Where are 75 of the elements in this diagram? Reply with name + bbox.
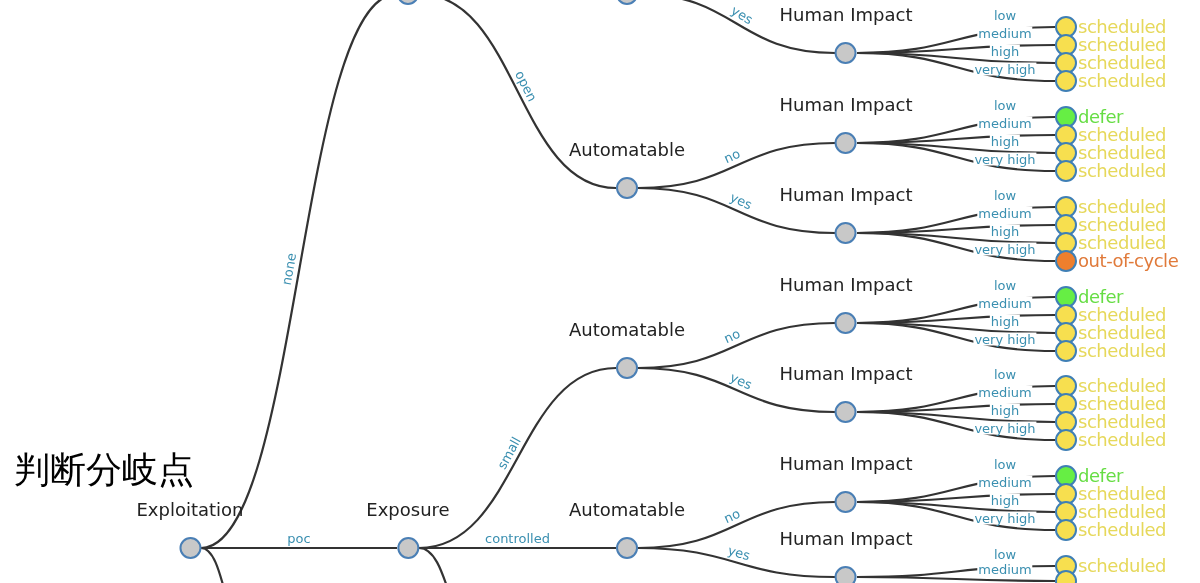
outcome-label: scheduled [1078, 17, 1167, 37]
outcome-label: scheduled [1078, 341, 1167, 361]
edge-label: low [992, 278, 1018, 292]
outcome-label: scheduled [1078, 53, 1167, 73]
outcome-label: scheduled [1078, 71, 1167, 91]
connector-line [856, 141, 1056, 173]
edge-label: low [992, 188, 1018, 202]
outcome-label: scheduled [1078, 197, 1167, 217]
outcome-label: scheduled [1078, 520, 1167, 540]
decision-label: Human Impact [779, 275, 913, 295]
edge-label: high [989, 134, 1021, 148]
edge-label: medium [977, 296, 1033, 310]
outcome-label: scheduled [1078, 556, 1167, 576]
decision-label: Human Impact [779, 364, 913, 384]
outcome-label: scheduled [1078, 125, 1167, 145]
connector-line [637, 186, 836, 235]
outcome-label: scheduled [1078, 305, 1167, 325]
edge-label: very high [973, 152, 1037, 166]
outcome-label: scheduled [1078, 143, 1167, 163]
edge-label: medium [977, 562, 1033, 576]
connector-line [856, 321, 1056, 353]
edge-label: medium [977, 116, 1033, 130]
annotation-text: 判断分岐点 [14, 452, 194, 488]
connector-line [637, 546, 836, 579]
outcome-label: scheduled [1078, 323, 1167, 343]
outcome-label: scheduled [1078, 502, 1167, 522]
outcome-label: defer [1078, 466, 1124, 486]
edge-label: medium [977, 475, 1033, 489]
decision-label: Exploitation [136, 500, 244, 520]
edge-label: high [989, 403, 1021, 417]
edge-label: medium [977, 385, 1033, 399]
edge-label: very high [973, 62, 1037, 76]
edge-label: low [992, 98, 1018, 112]
outcome-label: scheduled [1078, 376, 1167, 396]
outcome-label: out-of-cycle [1078, 251, 1179, 271]
edge-label: low [992, 367, 1018, 381]
edge-label: controlled [484, 531, 551, 545]
edge-label: medium [977, 26, 1033, 40]
edge-label: medium [977, 206, 1033, 220]
outcome-label: scheduled [1078, 215, 1167, 235]
decision-label: Human Impact [779, 95, 913, 115]
edge-label: high [989, 314, 1021, 328]
outcome-label: scheduled [1078, 233, 1167, 253]
outcome-label: defer [1078, 107, 1124, 127]
decision-label: Human Impact [779, 529, 913, 549]
outcome-label: scheduled [1078, 161, 1167, 181]
edge-label: very high [973, 511, 1037, 525]
decision-label: Human Impact [779, 454, 913, 474]
decision-label: Automatable [569, 320, 685, 340]
edge-label: high [989, 493, 1021, 507]
connector-line [856, 500, 1056, 532]
connector-line [637, 366, 836, 414]
edge-label: low [992, 8, 1018, 22]
edge-label: high [989, 224, 1021, 238]
edge-label: high [989, 44, 1021, 58]
connector-line [856, 231, 1056, 263]
decision-label: Automatable [569, 500, 685, 520]
outcome-label: scheduled [1078, 484, 1167, 504]
outcome-label: scheduled [1078, 35, 1167, 55]
decision-label: Human Impact [779, 5, 913, 25]
outcome-label: scheduled [1078, 430, 1167, 450]
connector-line [857, 575, 1055, 583]
edge-label: low [992, 547, 1018, 561]
edge-label: very high [973, 332, 1037, 346]
edge-label: low [992, 457, 1018, 471]
connector-line [856, 51, 1056, 83]
outcome-label: scheduled [1078, 412, 1167, 432]
decision-label: Automatable [569, 140, 685, 160]
decision-label: Exposure [366, 500, 450, 520]
outcome-label: scheduled [1078, 394, 1167, 414]
outcome-label: defer [1078, 287, 1124, 307]
decision-label: Human Impact [779, 185, 913, 205]
edge-label: very high [973, 421, 1037, 435]
connector-line [856, 410, 1056, 442]
edge-label: very high [973, 242, 1037, 256]
